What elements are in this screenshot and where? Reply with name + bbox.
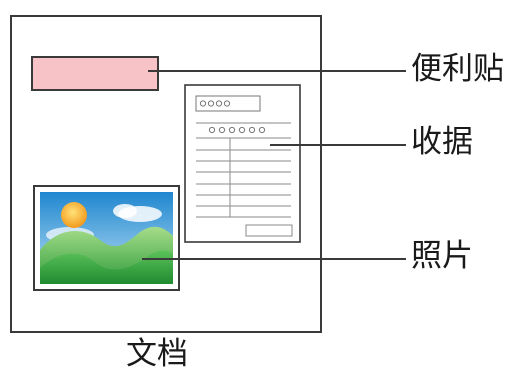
label-photo: 照片 — [411, 238, 473, 274]
sun-icon — [61, 202, 87, 228]
label-sticky-note: 便利贴 — [411, 51, 504, 87]
photo — [33, 185, 180, 291]
receipt — [184, 84, 301, 243]
label-receipt: 收据 — [411, 124, 473, 160]
sticky-note — [31, 56, 159, 91]
label-document: 文档 — [126, 336, 188, 372]
